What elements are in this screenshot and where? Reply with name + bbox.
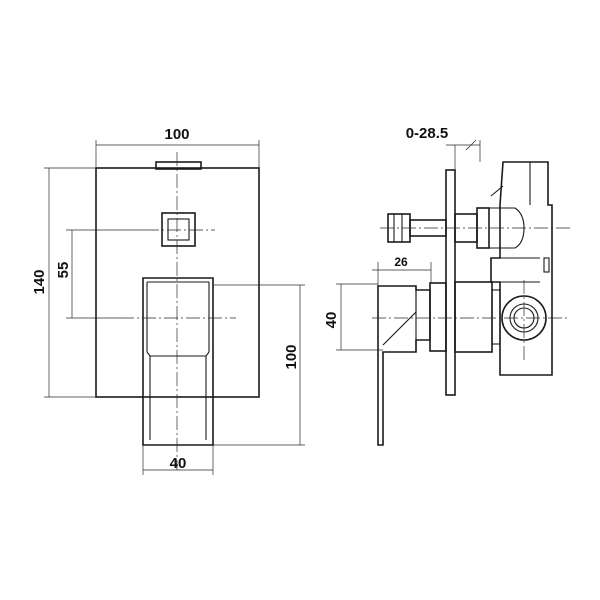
dim-lever-length: 100 bbox=[213, 284, 305, 446]
valve-body bbox=[489, 161, 553, 376]
dim-front-height: 140 bbox=[31, 167, 96, 398]
dim-button-offset: 55 bbox=[55, 229, 145, 319]
square-control-inner bbox=[167, 218, 190, 241]
dim-front-width-label: 100 bbox=[164, 126, 189, 143]
side-lever bbox=[377, 282, 447, 446]
dim-lever-width-label: 40 bbox=[170, 455, 187, 472]
side-view: 0-28.5 26 40 bbox=[323, 125, 570, 446]
dim-lever-projection: 26 bbox=[372, 255, 432, 286]
dim-front-height-label: 140 bbox=[31, 269, 48, 294]
top-button bbox=[155, 161, 202, 170]
front-view: 100 140 55 100 40 bbox=[31, 126, 305, 475]
dim-adjustment-label: 0-28.5 bbox=[406, 125, 449, 142]
dim-lever-width: 40 bbox=[142, 445, 214, 475]
dim-lever-projection-label: 26 bbox=[394, 255, 408, 269]
dim-front-width: 100 bbox=[95, 126, 260, 168]
dim-lever-height: 40 bbox=[323, 283, 383, 351]
wall-plate bbox=[445, 169, 456, 396]
faceplate bbox=[95, 167, 260, 398]
dim-adjustment: 0-28.5 bbox=[406, 125, 481, 170]
front-lever bbox=[142, 277, 214, 446]
dim-button-offset-label: 55 bbox=[55, 262, 72, 279]
square-control bbox=[161, 212, 196, 247]
cartridge bbox=[454, 281, 501, 353]
dim-lever-height-label: 40 bbox=[323, 312, 340, 329]
dim-lever-length-label: 100 bbox=[283, 344, 300, 369]
